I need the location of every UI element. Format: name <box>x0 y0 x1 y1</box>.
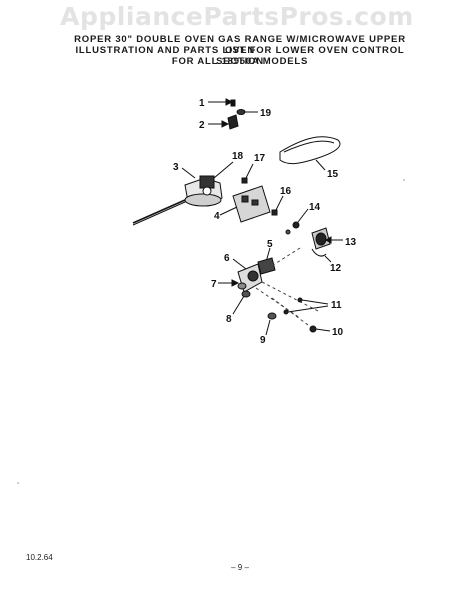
callout-15: 15 <box>327 169 339 180</box>
part-12-bezel <box>311 248 332 263</box>
callout-17: 17 <box>254 153 266 164</box>
diagram-title-line-2: ILLUSTRATION AND PARTS LIST FOR LOWER OV… <box>75 45 405 67</box>
callout-10: 10 <box>332 327 344 338</box>
part-10-nut <box>309 325 331 333</box>
part-13-knob <box>311 227 343 250</box>
part-18-leader <box>213 161 234 179</box>
part-19 <box>236 109 258 115</box>
callout-5: 5 <box>267 239 273 250</box>
callout-3: 3 <box>173 162 179 173</box>
part-3-thermostat <box>132 167 223 226</box>
callout-11: 11 <box>331 300 342 311</box>
part-2-bracket <box>208 114 239 130</box>
callout-6: 6 <box>224 253 230 264</box>
part-6-valve-body <box>232 258 263 293</box>
callout-8: 8 <box>226 314 232 325</box>
callout-19: 19 <box>260 108 272 119</box>
callout-16: 16 <box>280 186 292 197</box>
part-1-screw <box>208 98 236 107</box>
callout-2: 2 <box>199 120 205 131</box>
diagram-title-line-3: FOR ALL 18950A MODELS <box>171 56 309 67</box>
part-8-seat <box>232 290 251 315</box>
part-14-clip <box>285 208 309 235</box>
callout-14: 14 <box>309 202 321 213</box>
callout-1: 1 <box>199 98 205 109</box>
part-16-screw <box>271 195 284 216</box>
document-code: 10.2.64 <box>26 553 53 562</box>
part-15-wire-harness <box>279 136 341 171</box>
page-number: – 9 – <box>231 563 249 572</box>
callout-9: 9 <box>260 335 266 346</box>
callout-13: 13 <box>345 237 357 248</box>
callout-4: 4 <box>214 211 220 222</box>
part-11-screws <box>283 297 329 315</box>
part-5-valve <box>257 247 276 275</box>
callout-18: 18 <box>232 151 244 162</box>
watermark: AppliancePartsPros.com <box>60 2 414 31</box>
part-4-mounting-plate <box>219 185 271 223</box>
callout-7: 7 <box>211 279 217 290</box>
assembly-guide-lines <box>255 247 321 329</box>
callout-12: 12 <box>330 263 342 274</box>
diagram-title-line-1: ROPER 30" DOUBLE OVEN GAS RANGE W/MICROW… <box>74 34 406 56</box>
part-17-screw <box>241 163 254 184</box>
part-9-washer <box>265 312 277 336</box>
part-7-spring <box>218 279 247 290</box>
